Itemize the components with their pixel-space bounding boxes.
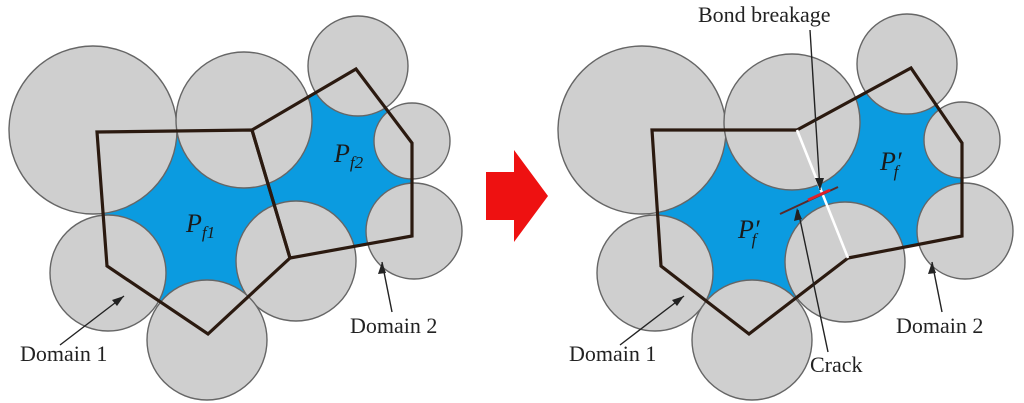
arrowhead-icon — [112, 296, 124, 306]
domain-1-label: Domain 1 — [20, 341, 107, 366]
arrowhead-icon — [815, 178, 824, 190]
grain — [235, 200, 357, 322]
pore-label-pf-prime-2: P′f — [879, 147, 902, 181]
right-panel: P′f P′f Bond breakage Crack Domain 1 Dom… — [557, 2, 1014, 401]
grain — [307, 15, 409, 117]
grain — [596, 214, 714, 332]
domain-1-polygon — [95, 128, 292, 337]
pore-label-pf-prime-1: P′f — [737, 215, 760, 249]
pore-label-pf2: Pf2 — [333, 139, 364, 172]
bond-breakage-mark — [807, 188, 831, 202]
bond-breakage-label: Bond breakage — [698, 2, 831, 27]
crack-label: Crack — [810, 352, 863, 377]
pore-label-pf1: Pf1 — [185, 209, 215, 242]
crack-leader — [797, 209, 829, 353]
grain — [175, 51, 313, 189]
domain-2-label: Domain 2 — [896, 313, 983, 338]
grain — [365, 182, 463, 280]
domain-1-leader — [619, 295, 685, 346]
arrowhead-icon — [378, 262, 386, 274]
bond-breakage-leader — [809, 29, 821, 191]
left-panel: Pf1 Pf2 Domain 1 Domain 2 — [8, 15, 463, 401]
arrowhead-icon — [928, 262, 936, 274]
grain — [856, 13, 958, 115]
domain-1-polygon — [650, 128, 849, 337]
grains-left — [8, 15, 463, 401]
domain-1-leader — [59, 295, 125, 346]
arrowhead-icon — [672, 296, 684, 306]
domain-2-label: Domain 2 — [350, 313, 437, 338]
domain-2-polygon — [796, 65, 964, 260]
arrowhead-icon — [794, 208, 802, 221]
transition-arrow-icon — [486, 150, 548, 242]
grain — [49, 214, 167, 332]
domain-1-label: Domain 1 — [569, 341, 656, 366]
grains-right — [557, 13, 1014, 401]
grain — [723, 53, 861, 191]
grain — [916, 182, 1014, 280]
grain — [146, 279, 268, 401]
domain-2-polygon — [250, 66, 414, 260]
